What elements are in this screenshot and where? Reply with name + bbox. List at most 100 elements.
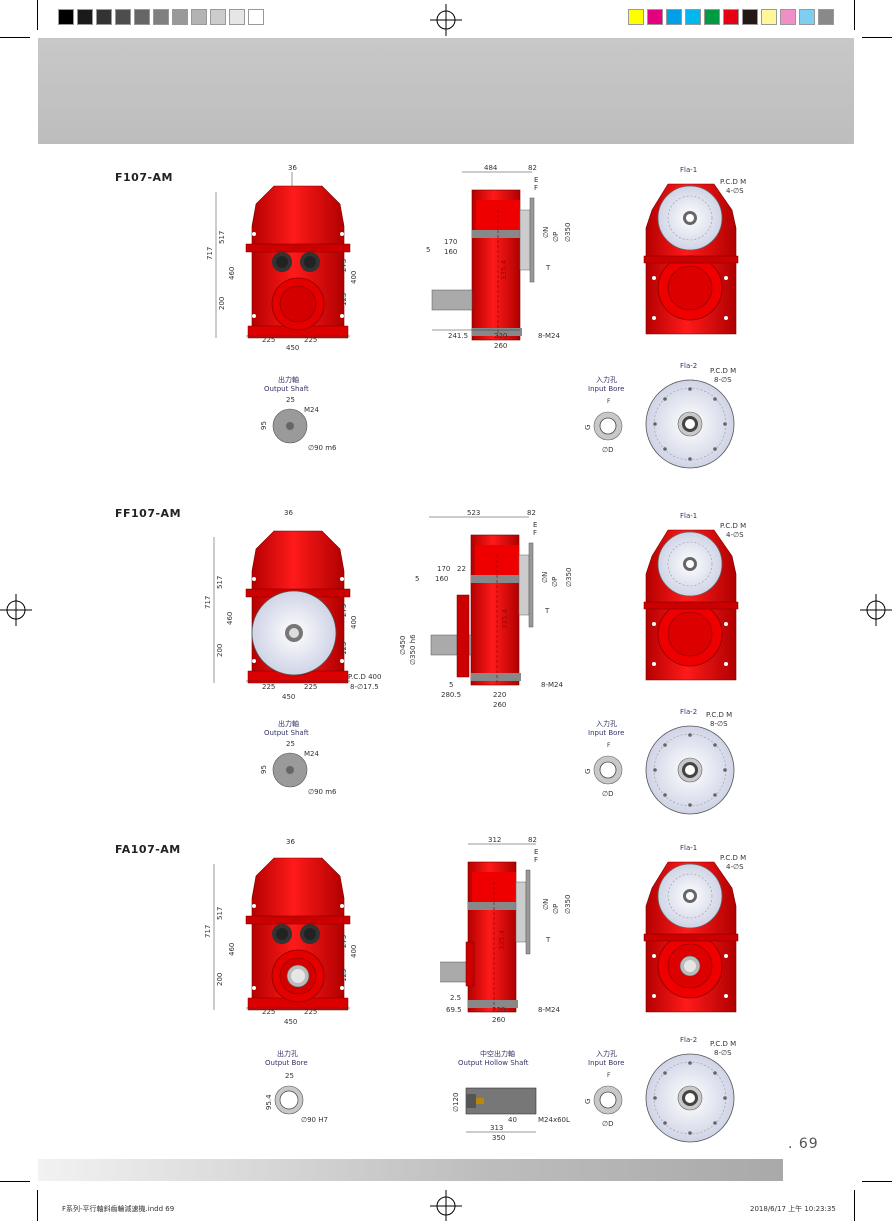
svg-text:Fla-2: Fla-2 xyxy=(680,1036,697,1044)
svg-text:Fla-1: Fla-1 xyxy=(680,166,697,174)
svg-text:484: 484 xyxy=(484,164,498,172)
svg-text:335.4: 335.4 xyxy=(498,929,506,950)
svg-text:260: 260 xyxy=(492,1016,505,1024)
svg-text:P.C.D 400: P.C.D 400 xyxy=(348,673,381,681)
svg-text:25: 25 xyxy=(285,1072,294,1080)
svg-text:460: 460 xyxy=(228,943,236,956)
svg-text:Output Shaft: Output Shaft xyxy=(264,385,309,393)
svg-text:∅N: ∅N xyxy=(542,899,550,910)
svg-text:Input Bore: Input Bore xyxy=(588,1059,624,1067)
svg-text:P.C.D M: P.C.D M xyxy=(720,178,746,186)
svg-text:95: 95 xyxy=(260,421,268,430)
color-swatch xyxy=(172,9,188,25)
svg-text:160: 160 xyxy=(444,248,457,256)
footer-date: 2018/6/17 上午 10:23:35 xyxy=(750,1205,836,1213)
svg-text:F: F xyxy=(607,398,611,405)
footer-band xyxy=(38,1159,783,1181)
svg-text:82: 82 xyxy=(528,164,537,172)
svg-text:460: 460 xyxy=(228,267,236,280)
svg-text:G: G xyxy=(584,1099,592,1104)
svg-text:170: 170 xyxy=(444,238,457,246)
svg-text:8-M24: 8-M24 xyxy=(541,681,563,689)
svg-text:225: 225 xyxy=(262,1008,275,1016)
svg-text:F: F xyxy=(534,856,538,864)
svg-text:517: 517 xyxy=(218,231,226,244)
input-bore: 入力孔 Input Bore F G ∅D xyxy=(584,375,624,454)
svg-text:241.5: 241.5 xyxy=(448,332,468,340)
svg-text:G: G xyxy=(584,425,592,430)
svg-text:460: 460 xyxy=(226,612,234,625)
svg-text:69.5: 69.5 xyxy=(446,1006,462,1014)
svg-text:717: 717 xyxy=(206,247,214,260)
svg-text:335.4: 335.4 xyxy=(500,259,508,280)
svg-text:∅350: ∅350 xyxy=(564,223,572,242)
svg-text:2.5: 2.5 xyxy=(450,994,461,1002)
svg-text:T: T xyxy=(545,264,551,272)
svg-text:出力軸: 出力軸 xyxy=(278,375,299,384)
svg-text:E: E xyxy=(534,848,538,856)
svg-text:∅D: ∅D xyxy=(602,790,614,798)
svg-text:Fla-2: Fla-2 xyxy=(680,708,697,716)
svg-text:200: 200 xyxy=(218,297,226,310)
svg-text:275: 275 xyxy=(340,259,348,272)
model-title: FA107-AM xyxy=(115,843,181,856)
svg-text:220: 220 xyxy=(492,1006,505,1014)
color-swatch xyxy=(58,9,74,25)
svg-text:717: 717 xyxy=(204,596,212,609)
svg-text:∅90 m6: ∅90 m6 xyxy=(308,788,337,796)
svg-text:280.5: 280.5 xyxy=(441,691,461,699)
output-bore: 出力孔 Output Bore 25 95.4 ∅90 H7 xyxy=(265,1049,328,1124)
color-swatch xyxy=(628,9,644,25)
color-swatch xyxy=(191,9,207,25)
model-title: F107-AM xyxy=(115,171,174,184)
svg-text:F: F xyxy=(534,184,538,192)
page-number: . 69 xyxy=(788,1136,819,1152)
registration-mark-right xyxy=(860,594,892,626)
flange-type-2: Fla-2 P.C.D M 8-∅S xyxy=(645,708,735,815)
svg-text:M24: M24 xyxy=(304,750,319,758)
svg-text:312: 312 xyxy=(488,836,501,844)
svg-text:225: 225 xyxy=(304,336,317,344)
svg-text:F: F xyxy=(607,742,611,749)
svg-text:95: 95 xyxy=(260,765,268,774)
svg-text:260: 260 xyxy=(493,701,506,709)
svg-text:40: 40 xyxy=(508,1116,517,1124)
flange-type-2: Fla-2 P.C.D M 8-∅S xyxy=(645,1036,736,1143)
color-swatch xyxy=(210,9,226,25)
footer-file-name: F系列-平行軸斜齒輪減速機.indd 69 xyxy=(62,1205,175,1213)
svg-text:∅P: ∅P xyxy=(552,904,560,914)
color-swatch xyxy=(818,9,834,25)
svg-text:260: 260 xyxy=(494,342,507,350)
flange-type-1: Fla-1 P.C.D M 4-∅S xyxy=(643,166,746,335)
svg-text:∅90 m6: ∅90 m6 xyxy=(308,444,337,452)
svg-text:入力孔: 入力孔 xyxy=(596,375,617,384)
color-swatch xyxy=(248,9,264,25)
svg-text:25: 25 xyxy=(286,740,295,748)
svg-text:25: 25 xyxy=(286,396,295,404)
svg-text:313: 313 xyxy=(490,1124,503,1132)
svg-text:F: F xyxy=(533,529,537,537)
header-band xyxy=(38,38,854,144)
svg-text:出力孔: 出力孔 xyxy=(277,1049,298,1058)
svg-text:Fla-1: Fla-1 xyxy=(680,512,697,520)
svg-text:160: 160 xyxy=(435,575,448,583)
side-view: 484 82 170 160 5 335.4 ∅N ∅P ∅350 T E F … xyxy=(426,164,572,350)
svg-text:P.C.D M: P.C.D M xyxy=(710,367,736,375)
color-swatch xyxy=(153,9,169,25)
svg-text:22: 22 xyxy=(457,565,466,573)
svg-text:Output Bore: Output Bore xyxy=(265,1059,308,1067)
side-view: 312 82 335.4 ∅N ∅P ∅350 T E F 2.5 69.5 2… xyxy=(440,836,572,1024)
svg-text:225: 225 xyxy=(262,336,275,344)
svg-text:8-M24: 8-M24 xyxy=(538,1006,560,1014)
svg-text:200: 200 xyxy=(216,644,224,657)
color-swatch xyxy=(134,9,150,25)
color-swatch xyxy=(704,9,720,25)
svg-text:225: 225 xyxy=(304,1008,317,1016)
svg-text:∅P: ∅P xyxy=(551,577,559,587)
flange-type-1: Fla-1 P.C.D M 4-∅S xyxy=(643,512,746,681)
svg-text:E: E xyxy=(533,521,537,529)
svg-text:275: 275 xyxy=(340,935,348,948)
color-swatch xyxy=(115,9,131,25)
svg-text:517: 517 xyxy=(216,907,224,920)
svg-text:400: 400 xyxy=(350,616,358,629)
